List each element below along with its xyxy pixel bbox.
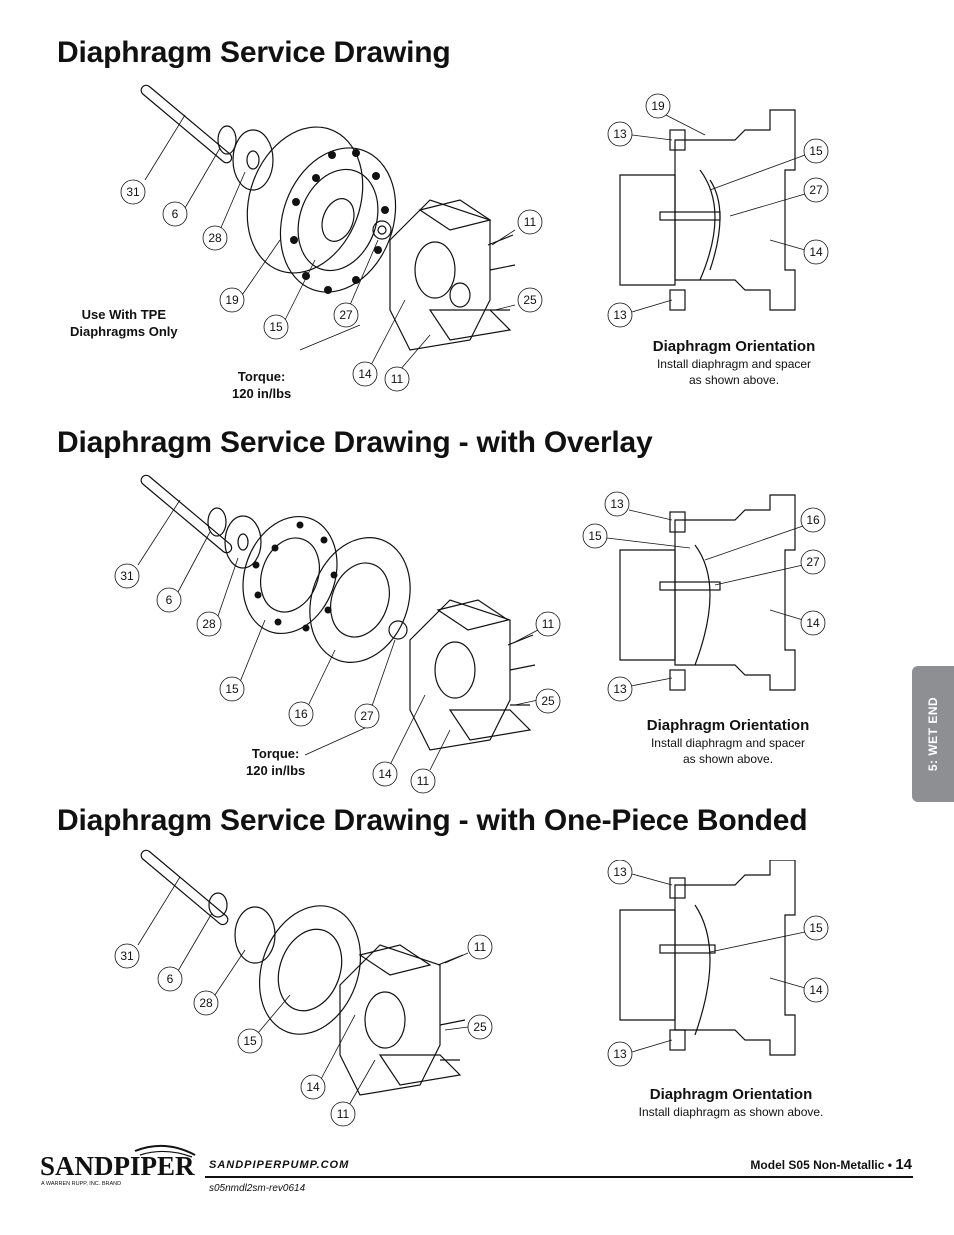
callout-14: 14 (358, 367, 372, 381)
orient2-callout-13-top: 13 (610, 497, 624, 511)
orient1-callout-14: 14 (809, 245, 823, 259)
orient1-callout-13-top: 13 (613, 127, 627, 141)
exploded-drawing-standard: 31 6 28 19 15 27 14 11 11 25 (120, 84, 543, 392)
orientation-block-1: Diaphragm Orientation Install diaphragm … (634, 337, 834, 388)
section-tab-label: 5: WET END (926, 696, 940, 772)
callout-28: 28 (208, 231, 222, 245)
callout-16: 16 (294, 707, 308, 721)
orientation-section-overlay: 13 15 16 27 14 13 (582, 491, 826, 702)
orient1-callout-15: 15 (809, 144, 823, 158)
orientation-title-3: Diaphragm Orientation (649, 1086, 813, 1103)
orient3-callout-15: 15 (809, 921, 823, 935)
callout-11-lower: 11 (337, 1107, 350, 1121)
callout-11-upper: 11 (474, 940, 487, 954)
callout-27: 27 (339, 308, 353, 322)
orient2-callout-13-bottom: 13 (613, 682, 627, 696)
callout-27: 27 (360, 709, 374, 723)
title-diaphragm-bonded: Diaphragm Service Drawing - with One-Pie… (57, 804, 808, 837)
orient2-callout-16: 16 (806, 513, 820, 527)
exploded-drawing-overlay: 31 6 28 15 16 27 14 11 11 25 (114, 474, 561, 794)
orientation-text-2: Install diaphragm and spacer as shown ab… (650, 736, 806, 766)
callout-11-lower: 11 (391, 372, 404, 386)
section-tab-wet-end[interactable]: 5: WET END (912, 666, 954, 802)
note-tpe-only: Use With TPE Diaphragms Only (70, 307, 178, 339)
callout-11-lower: 11 (417, 774, 430, 788)
callout-15: 15 (243, 1034, 257, 1048)
website-link[interactable]: SANDPIPERPUMP.COM (209, 1159, 350, 1171)
orient2-callout-27: 27 (806, 555, 820, 569)
orient2-callout-14: 14 (806, 616, 820, 630)
orient1-callout-13-bottom: 13 (613, 308, 627, 322)
orientation-section-standard: 19 13 15 27 14 13 (607, 93, 829, 328)
callout-25: 25 (473, 1020, 487, 1034)
callout-19: 19 (225, 293, 239, 307)
svg-text:SANDPIPER: SANDPIPER (40, 1151, 195, 1181)
callout-25: 25 (523, 293, 537, 307)
orientation-title-1: Diaphragm Orientation (652, 338, 816, 355)
orient2-callout-15: 15 (588, 529, 602, 543)
footer-divider (205, 1176, 913, 1178)
page-number: 14 (895, 1156, 912, 1173)
orientation-section-bonded: 13 15 14 13 (607, 860, 829, 1067)
callout-11-upper: 11 (524, 215, 537, 229)
svg-text:A WARREN RUPP, INC. BRAND: A WARREN RUPP, INC. BRAND (41, 1181, 121, 1187)
callout-31: 31 (126, 185, 140, 199)
callout-15: 15 (269, 320, 283, 334)
model-page-label: Model S05 Non-Metallic • 14 (750, 1156, 912, 1173)
orient3-callout-13-top: 13 (613, 865, 627, 879)
callout-6: 6 (166, 593, 173, 607)
title-diaphragm-service: Diaphragm Service Drawing (57, 36, 451, 69)
torque-note-1: Torque: 120 in/lbs (232, 369, 292, 401)
callout-6: 6 (172, 207, 179, 221)
orientation-title-2: Diaphragm Orientation (646, 717, 810, 734)
callout-28: 28 (202, 617, 216, 631)
orientation-block-3: Diaphragm Orientation Install diaphragm … (631, 1085, 831, 1120)
orientation-block-2: Diaphragm Orientation Install diaphragm … (628, 716, 828, 767)
model-name: Model S05 Non-Metallic • (750, 1158, 892, 1172)
callout-15: 15 (225, 682, 239, 696)
callout-14: 14 (378, 767, 392, 781)
orientation-text-3: Install diaphragm as shown above. (638, 1105, 824, 1119)
callout-6: 6 (167, 972, 174, 986)
callout-28: 28 (199, 996, 213, 1010)
orient3-callout-14: 14 (809, 983, 823, 997)
callout-11-upper: 11 (542, 617, 555, 631)
document-revision: s05nmdl2sm-rev0614 (209, 1183, 306, 1194)
exploded-drawing-bonded: 31 6 28 15 14 11 11 25 (114, 849, 493, 1127)
torque-note-2: Torque: 120 in/lbs (246, 746, 306, 778)
orient1-callout-27: 27 (809, 183, 823, 197)
callout-14: 14 (306, 1080, 320, 1094)
callout-31: 31 (120, 949, 134, 963)
orient3-callout-13-bottom: 13 (613, 1047, 627, 1061)
orientation-text-1: Install diaphragm and spacer as shown ab… (656, 357, 812, 387)
sandpiper-logo: SANDPIPER A WARREN RUPP, INC. BRAND (40, 1143, 200, 1189)
callout-31: 31 (120, 569, 134, 583)
orient1-callout-19: 19 (651, 99, 665, 113)
callout-25: 25 (541, 694, 555, 708)
title-diaphragm-overlay: Diaphragm Service Drawing - with Overlay (57, 426, 653, 459)
